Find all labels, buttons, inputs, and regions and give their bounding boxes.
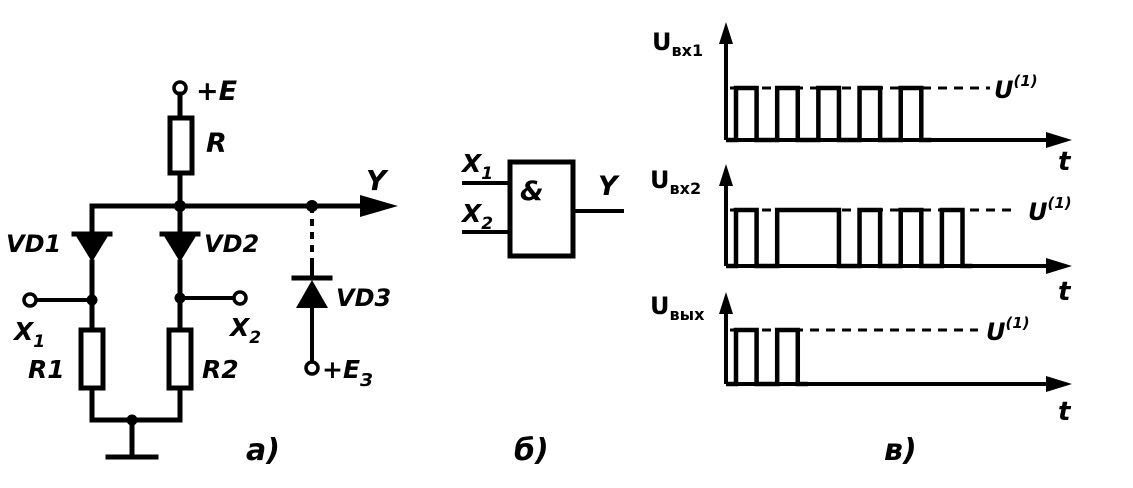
gate-input1-label: X1: [460, 149, 493, 184]
panel2-level-sup: (1): [1048, 194, 1072, 212]
panel2-level-label: U(1): [1028, 194, 1072, 226]
panel3-level-main: U: [986, 318, 1006, 346]
gate-input1-label-main: X: [460, 149, 483, 178]
gate-symbol: &: [520, 176, 544, 207]
gate-input2-label-main: X: [460, 199, 483, 228]
timing-panel-2: Uвх2 U(1) t: [650, 164, 1072, 307]
x1-terminal: [22, 292, 38, 308]
output-label: Y: [366, 164, 389, 197]
panel2-waveform: [726, 207, 973, 269]
bias-label: +EЗ: [322, 355, 373, 391]
vd3-diode: [296, 280, 328, 308]
panel3-waveform: [726, 327, 808, 387]
x1-label-main: X: [12, 317, 35, 346]
panel3-level-label: U(1): [986, 314, 1030, 346]
panel2-y-arrow: [719, 164, 733, 186]
resistor-r2: [166, 327, 194, 391]
panel3-label: Uвых: [650, 292, 705, 324]
panel3-label-main: U: [650, 292, 670, 320]
bias-terminal: [304, 360, 320, 376]
resistor-r1: [78, 327, 106, 391]
resistor-r1-label: R1: [28, 355, 65, 384]
x1-label-sub: 1: [33, 332, 45, 352]
x2-label-main: X: [228, 313, 251, 342]
panel1-level-sup: (1): [1014, 72, 1038, 90]
panel2-label: Uвх2: [650, 166, 701, 198]
x2-label-sub: 2: [249, 328, 261, 348]
vd1-diode: [76, 236, 108, 262]
panel2-level-main: U: [1028, 198, 1048, 226]
panel1-x-arrow: [1046, 132, 1072, 148]
panel2-label-sub: вх2: [670, 179, 702, 198]
bias-label-main: +E: [322, 355, 360, 384]
bias-label-sub: З: [359, 370, 373, 391]
panel1-time-label: t: [1058, 147, 1072, 177]
x1-label: X1: [12, 317, 45, 352]
resistor-r: [167, 115, 195, 176]
supply-label: +E: [196, 76, 238, 107]
panel3-time-label: t: [1058, 397, 1072, 427]
panel3-y-arrow: [719, 292, 733, 314]
panel1-waveform: [726, 85, 932, 143]
resistor-r2-label: R2: [202, 355, 239, 384]
panel3-label-sub: вых: [670, 305, 706, 324]
panel1-level-main: U: [994, 76, 1014, 104]
caption-c: в): [884, 433, 917, 468]
x2-label: X2: [228, 313, 261, 348]
gate-body: [507, 159, 576, 259]
panel2-time-label: t: [1058, 277, 1072, 307]
panel1-label: Uвх1: [652, 28, 703, 60]
junction-x2: [174, 292, 186, 304]
panel1-label-sub: вх1: [672, 41, 704, 60]
gate-input1-label-sub: 1: [481, 164, 493, 184]
circuit-diagram: +E R Y VD1 VD2 VD3 +EЗ: [6, 76, 398, 468]
and-gate-symbol: & X1 X2 Y б): [460, 149, 624, 468]
vd2-label: VD2: [204, 230, 259, 258]
timing-panel-1: Uвх1 U(1) t: [652, 22, 1072, 177]
panel3-x-arrow: [1046, 376, 1072, 392]
vd1-label: VD1: [6, 230, 61, 258]
output-arrow: [360, 195, 398, 217]
panel1-y-arrow: [719, 22, 733, 44]
panel1-level-label: U(1): [994, 72, 1038, 104]
timing-panel-3: Uвых U(1) t: [650, 292, 1072, 427]
panel3-level-sup: (1): [1006, 314, 1030, 332]
gate-input2-label-sub: 2: [481, 214, 493, 234]
junction-x1: [86, 294, 98, 306]
panel1-label-main: U: [652, 28, 672, 56]
panel2-x-arrow: [1046, 258, 1072, 274]
panel2-label-main: U: [650, 166, 670, 194]
x2-terminal: [232, 290, 248, 306]
caption-a: а): [246, 433, 280, 468]
resistor-r-label: R: [206, 128, 227, 159]
gate-input2-label: X2: [460, 199, 493, 234]
timing-diagrams: Uвх1 U(1) t Uвх2 U(1) t Uвых U(1) t: [650, 22, 1072, 468]
gate-output-label: Y: [598, 171, 620, 202]
caption-b: б): [514, 433, 549, 468]
vd3-label: VD3: [336, 284, 391, 312]
vd2-diode: [164, 236, 196, 262]
